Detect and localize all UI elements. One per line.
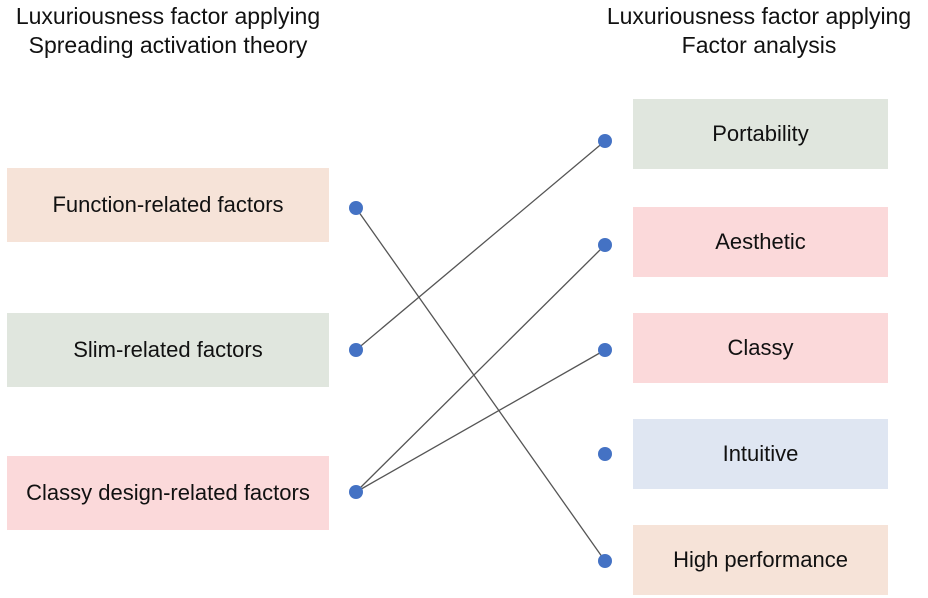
right-column-heading: Luxuriousness factor applying Factor ana… [590,2,928,60]
right-factor-classy: Classy [633,313,888,383]
link-function-to-high-performance [355,207,606,562]
left-dot-slim [349,343,363,357]
link-classy-design-to-aesthetic [355,244,606,493]
left-dot-classy-design [349,485,363,499]
left-factor-slim: Slim-related factors [7,313,329,387]
right-dot-portability [598,134,612,148]
left-heading-line2: Spreading activation theory [28,32,308,58]
left-dot-function [349,201,363,215]
right-dot-high-performance [598,554,612,568]
link-classy-design-to-classy [355,349,606,493]
right-dot-intuitive [598,447,612,461]
right-factor-aesthetic: Aesthetic [633,207,888,277]
right-heading-line1: Luxuriousness factor applying [606,3,912,29]
right-factor-intuitive: Intuitive [633,419,888,489]
left-factor-function: Function-related factors [7,168,329,242]
right-factor-high-performance: High performance [633,525,888,595]
link-slim-to-portability [355,140,606,351]
right-heading-line2: Factor analysis [681,32,837,58]
right-factor-portability: Portability [633,99,888,169]
left-factor-classy-design: Classy design-related factors [7,456,329,530]
right-dot-classy [598,343,612,357]
right-dot-aesthetic [598,238,612,252]
left-column-heading: Luxuriousness factor applying Spreading … [0,2,336,60]
left-heading-line1: Luxuriousness factor applying [15,3,321,29]
